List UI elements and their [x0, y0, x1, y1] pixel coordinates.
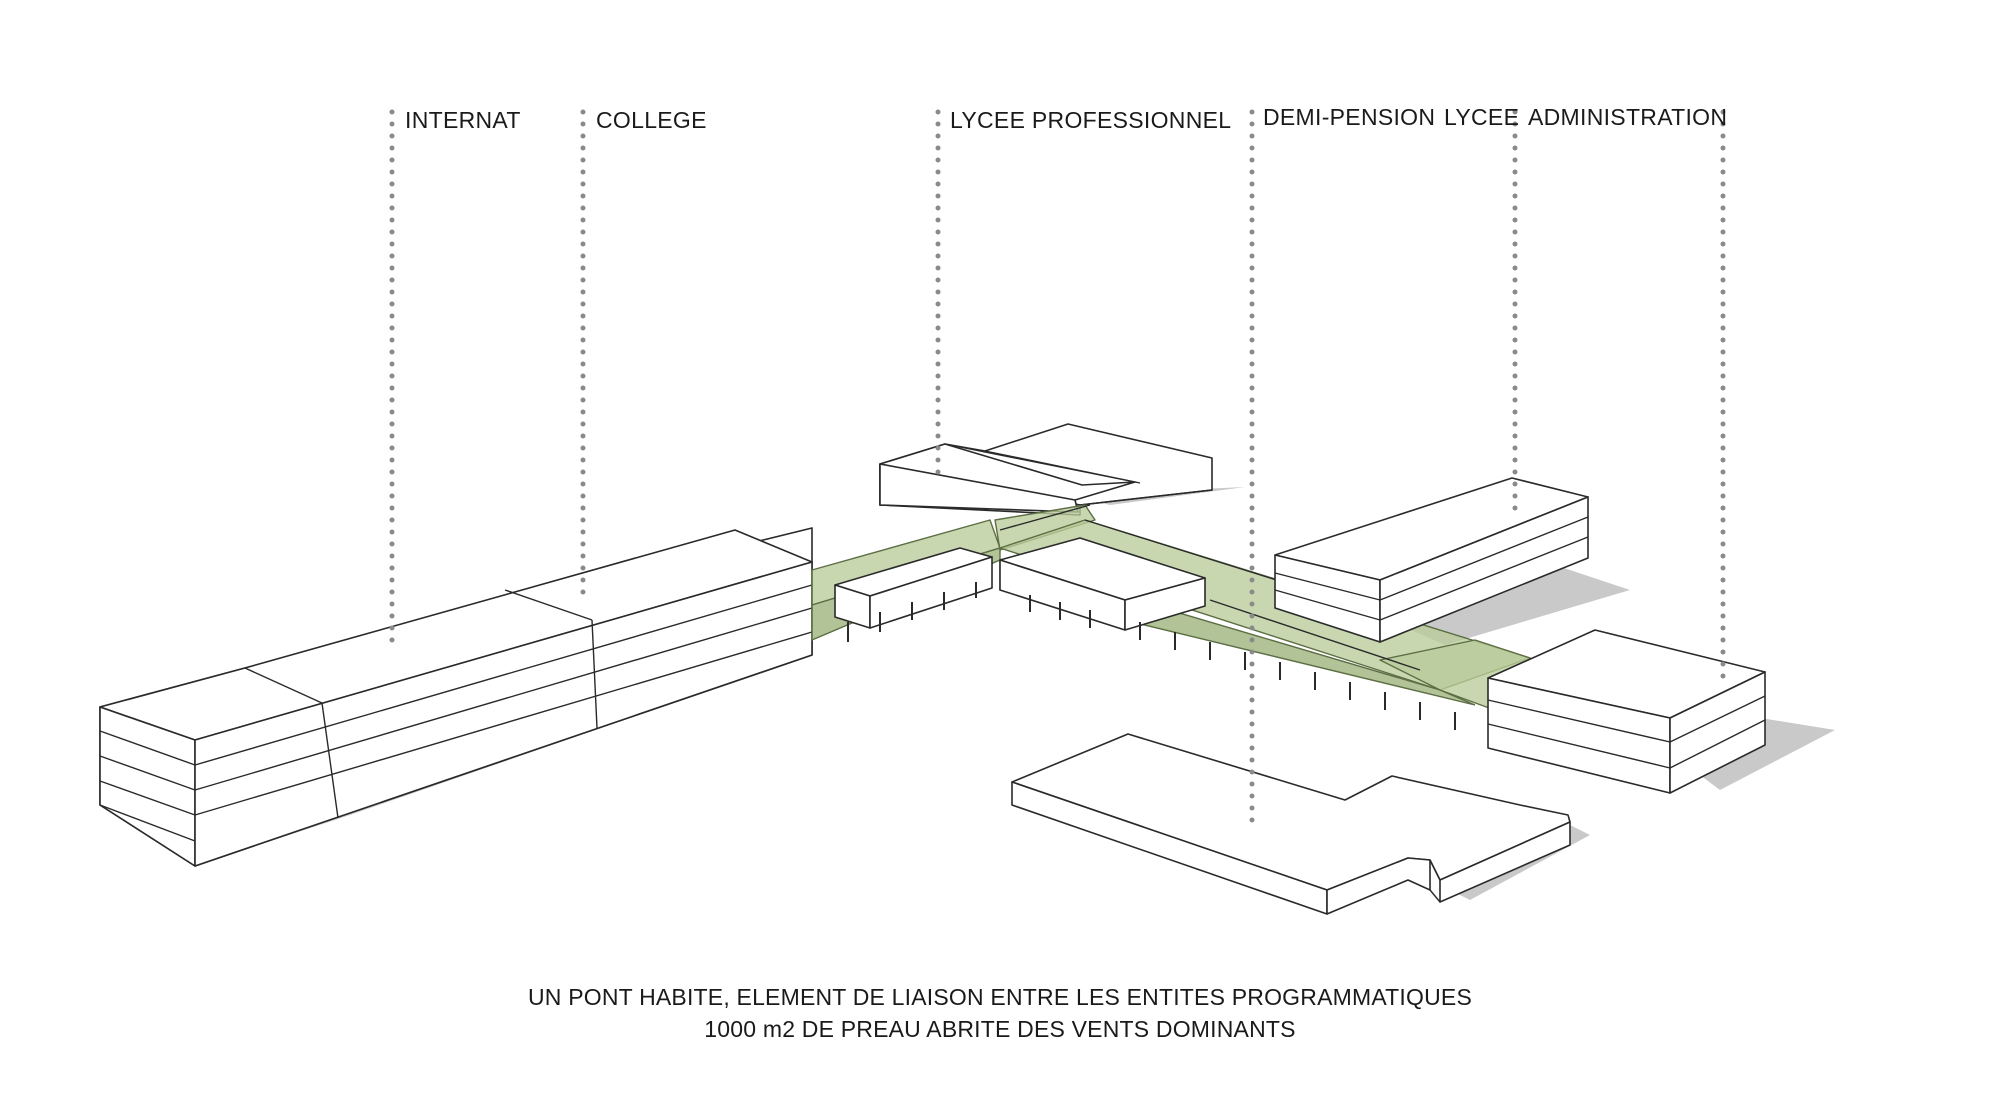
administration-building [1487, 629, 1766, 794]
bridge-posts [847, 582, 1456, 730]
caption-line-2: 1000 m2 DE PREAU ABRITE DES VENTS DOMINA… [704, 1016, 1296, 1042]
label-college: COLLEGE [596, 107, 707, 133]
label-demi-pension: DEMI-PENSION [1263, 104, 1436, 130]
internat-college-building [99, 527, 813, 867]
caption-line-1: UN PONT HABITE, ELEMENT DE LIAISON ENTRE… [528, 984, 1472, 1010]
label-lycee-professionnel: LYCEE PROFESSIONNEL [950, 107, 1232, 133]
lycee-building [1274, 477, 1589, 643]
label-lycee: LYCEE [1444, 104, 1520, 130]
demi-pension-building [1011, 733, 1571, 915]
lycee-professionnel-building [879, 423, 1213, 516]
label-administration: ADMINISTRATION [1528, 104, 1728, 130]
label-internat: INTERNAT [405, 107, 521, 133]
bridge-connector [811, 504, 1531, 730]
leader-lines [389, 109, 1726, 825]
